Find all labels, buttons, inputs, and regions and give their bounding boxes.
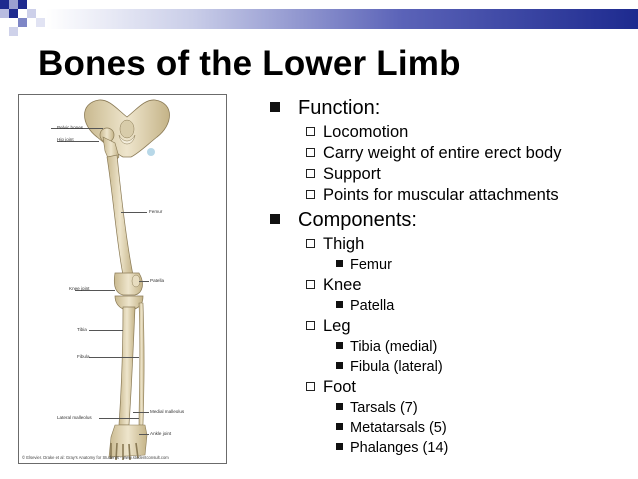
bullet-item-level-3: Femur xyxy=(270,255,635,275)
bullet-item-level-2: Foot xyxy=(270,377,635,398)
square-bullet-icon xyxy=(270,214,280,224)
hollow-square-bullet-icon xyxy=(306,127,315,136)
label-hip-joint: Hip joint xyxy=(57,137,74,142)
lower-limb-illustration xyxy=(84,99,170,461)
bullet-text: Leg xyxy=(323,317,351,335)
header-gradient-bar xyxy=(46,9,638,29)
bullet-text: Fibula (lateral) xyxy=(350,359,443,375)
bullet-item-level-1: Function: xyxy=(270,94,635,122)
label-fibula: Fibula xyxy=(77,354,90,359)
header-square xyxy=(0,9,9,18)
bullet-text: Thigh xyxy=(323,235,365,253)
label-femur: Femur xyxy=(149,209,163,214)
bullet-text: Phalanges (14) xyxy=(350,440,449,456)
header-square xyxy=(9,9,18,18)
header-square xyxy=(18,0,27,9)
square-bullet-icon xyxy=(270,102,280,112)
bullet-text: Support xyxy=(323,165,381,183)
label-knee-joint: Knee joint xyxy=(69,286,90,291)
bullet-item-level-1: Components: xyxy=(270,206,635,234)
bullet-item-level-2: Carry weight of entire erect body xyxy=(270,143,635,164)
bullet-text: Function: xyxy=(298,97,381,119)
bullet-text: Locomotion xyxy=(323,123,409,141)
header-square xyxy=(18,18,27,27)
square-bullet-icon xyxy=(336,362,343,369)
header-square xyxy=(9,0,18,9)
bullet-text: Foot xyxy=(323,378,357,396)
hollow-square-bullet-icon xyxy=(306,169,315,178)
header-square xyxy=(27,9,36,18)
square-bullet-icon xyxy=(336,423,343,430)
header-square xyxy=(0,0,9,9)
bullet-item-level-2: Thigh xyxy=(270,234,635,255)
square-bullet-icon xyxy=(336,443,343,450)
bullet-item-level-2: Locomotion xyxy=(270,122,635,143)
bullet-text: Carry weight of entire erect body xyxy=(323,144,562,162)
bullet-text: Metatarsals (5) xyxy=(350,420,447,436)
bullet-text: Points for muscular attachments xyxy=(323,186,559,204)
header-square xyxy=(36,18,45,27)
bullet-item-level-3: Phalanges (14) xyxy=(270,438,635,458)
hollow-square-bullet-icon xyxy=(306,239,315,248)
bullet-text: Femur xyxy=(350,257,392,273)
figure-credit: © Elsevier. Drake et al: Gray's Anatomy … xyxy=(22,455,169,460)
bullet-item-level-3: Tibia (medial) xyxy=(270,337,635,357)
bullet-item-level-2: Points for muscular attachments xyxy=(270,185,635,206)
square-bullet-icon xyxy=(336,342,343,349)
bullet-item-level-2: Knee xyxy=(270,275,635,296)
header-decoration xyxy=(0,0,638,36)
bullet-item-level-3: Patella xyxy=(270,296,635,316)
label-medial-malleolus: Medial malleolus xyxy=(150,409,185,414)
label-patella: Patella xyxy=(150,278,165,283)
bullet-item-level-3: Metatarsals (5) xyxy=(270,418,635,438)
hollow-square-bullet-icon xyxy=(306,190,315,199)
bullet-text: Patella xyxy=(350,298,395,314)
bullet-item-level-3: Tarsals (7) xyxy=(270,398,635,418)
square-bullet-icon xyxy=(336,403,343,410)
slide-title: Bones of the Lower Limb xyxy=(38,44,461,83)
bullet-item-level-2: Support xyxy=(270,164,635,185)
hollow-square-bullet-icon xyxy=(306,148,315,157)
label-pelvic-bones: Pelvic bones xyxy=(57,125,84,130)
label-tibia: Tibia xyxy=(77,327,87,332)
square-bullet-icon xyxy=(336,301,343,308)
bullet-text: Tarsals (7) xyxy=(350,400,418,416)
bullet-text: Tibia (medial) xyxy=(350,339,438,355)
bullet-item-level-3: Fibula (lateral) xyxy=(270,357,635,377)
bullet-text: Components: xyxy=(298,209,417,231)
hollow-square-bullet-icon xyxy=(306,382,315,391)
header-square xyxy=(9,27,18,36)
bullet-item-level-2: Leg xyxy=(270,316,635,337)
hollow-square-bullet-icon xyxy=(306,280,315,289)
hollow-square-bullet-icon xyxy=(306,321,315,330)
lower-limb-figure: Pelvic bones Hip joint Femur Knee joint … xyxy=(18,94,227,464)
bullet-text: Knee xyxy=(323,276,362,294)
label-ankle-joint: Ankle joint xyxy=(150,431,172,436)
square-bullet-icon xyxy=(336,260,343,267)
label-lateral-malleolus: Lateral malleolus xyxy=(57,415,92,420)
